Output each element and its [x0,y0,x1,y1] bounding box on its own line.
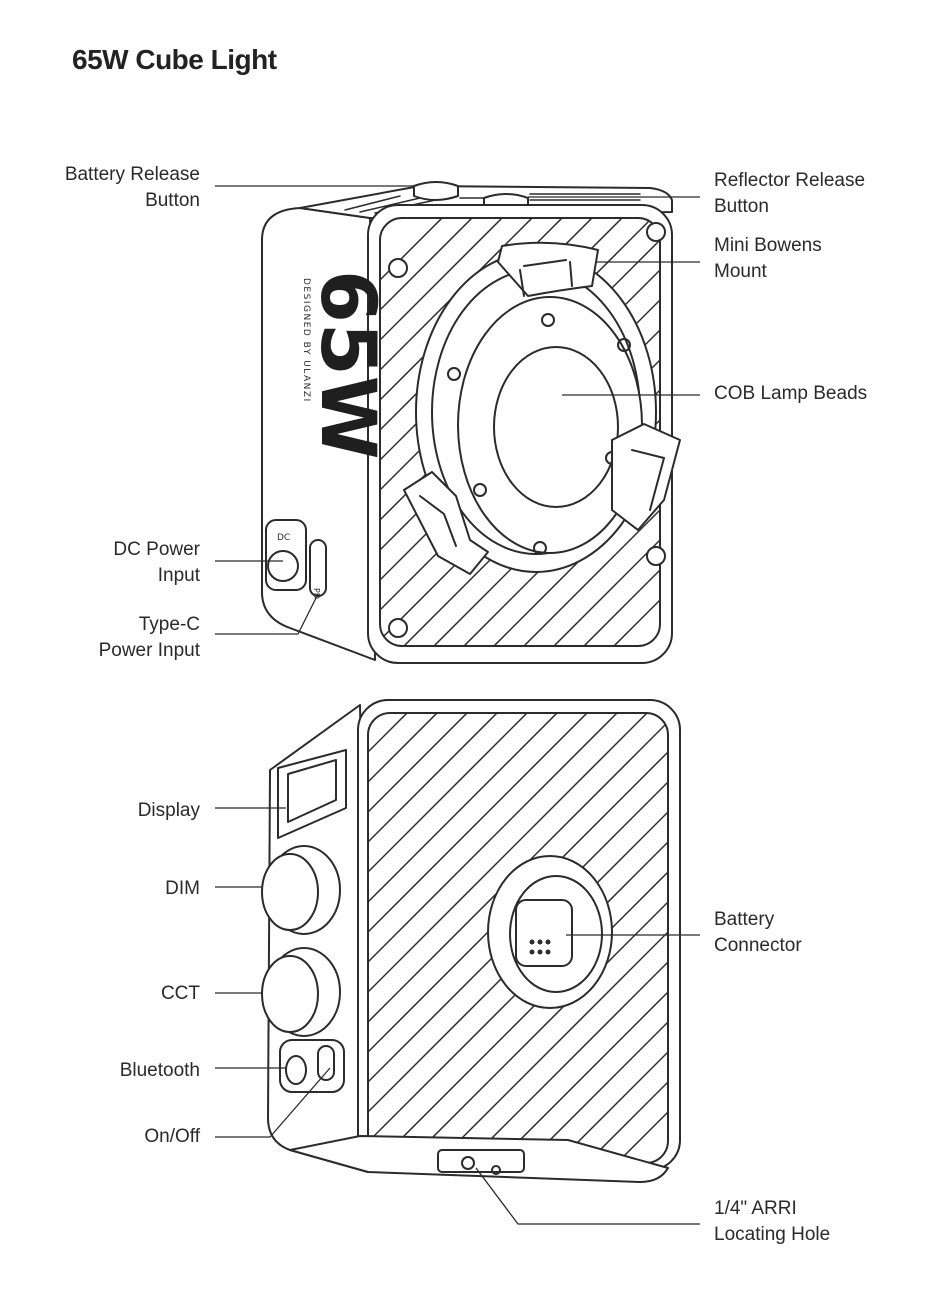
brand-65w: 65W [304,270,393,460]
label-display: Display [137,800,200,821]
arri-hole-shape [461,1156,475,1170]
label-battery-release-button: Battery Release Button [64,164,200,211]
leader-lines [215,185,700,1225]
label-cob-lamp-beads: COB Lamp Beads [714,383,868,404]
cube-light-back-view [261,699,681,1183]
dc-port-housing [265,519,307,591]
label-dim: DIM [165,878,200,899]
label-cct: CCT [160,983,200,1004]
dc-port-icon [267,550,299,582]
cube-light-front-view: 65W DESIGNED BY ULANZI DC PD [261,181,681,664]
cob-lamp-beads-shape [493,346,619,508]
battery-connector-shape [515,899,573,967]
on-off-switch-shape [317,1045,335,1081]
label-dc-power-input: DC Power Input [113,539,200,586]
label-bluetooth: Bluetooth [119,1060,200,1081]
typec-port-icon [309,539,327,597]
label-mini-bowens-mount: Mini Bowens Mount [714,235,822,282]
dim-knob-shape [261,853,319,931]
page-title: 65W Cube Light [72,44,277,75]
label-reflector-release-button: Reflector Release Button [714,170,866,217]
label-battery-connector: Battery Connector [714,909,802,956]
designed-by-text: DESIGNED BY ULANZI [301,278,311,403]
dc-port-label: DC [277,533,290,543]
battery-release-button-shape [413,181,459,201]
label-on-off: On/Off [144,1126,200,1147]
label-type-c-power-input: Type-C Power Input [98,614,200,661]
label-arri-locating-hole: 1/4" ARRI Locating Hole [714,1198,831,1245]
typec-port-label: PD [312,588,321,599]
bluetooth-button-shape [285,1055,307,1085]
cct-knob-shape [261,955,319,1033]
back-grill [368,713,668,1163]
